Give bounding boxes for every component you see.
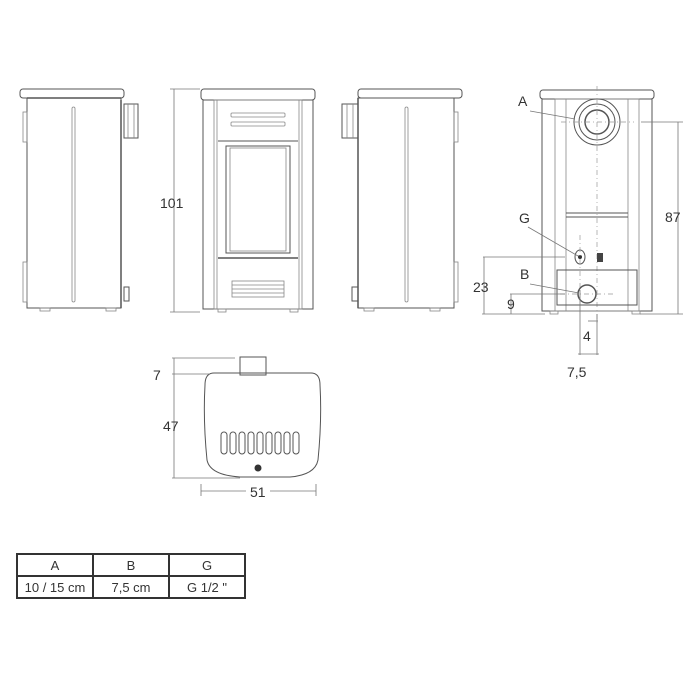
svg-text:87: 87 — [665, 209, 681, 225]
grille — [220, 431, 300, 455]
value-a: 10 / 15 cm — [16, 575, 94, 599]
dimension-101: 101 — [160, 88, 200, 313]
dimension-7-5: 7,5 — [567, 353, 599, 380]
dimension-87: 87 — [640, 121, 683, 315]
table-header-row: A B G — [16, 553, 246, 577]
dimension-51: 51 — [200, 484, 317, 500]
table-row: 10 / 15 cm 7,5 cm G 1/2 " — [16, 575, 246, 599]
connections-table: A B G 10 / 15 cm 7,5 cm G 1/2 " — [16, 553, 246, 599]
value-g: G 1/2 " — [168, 575, 246, 599]
header-g: G — [168, 553, 246, 577]
callout-g: G — [519, 210, 579, 257]
dimension-4: 4 — [579, 290, 598, 355]
top-view — [203, 356, 322, 478]
front-view — [200, 88, 316, 313]
header-a: A — [16, 553, 94, 577]
callout-a: A — [518, 93, 576, 120]
svg-text:23: 23 — [473, 279, 489, 295]
dimension-47: 47 — [163, 358, 240, 479]
callout-b: B — [520, 266, 580, 294]
side-view-right — [341, 88, 463, 312]
value-b: 7,5 cm — [92, 575, 170, 599]
svg-text:4: 4 — [583, 328, 591, 344]
svg-text:47: 47 — [163, 418, 179, 434]
svg-text:7: 7 — [153, 367, 161, 383]
header-b: B — [92, 553, 170, 577]
svg-text:9: 9 — [507, 296, 515, 312]
dimension-7: 7 — [153, 357, 235, 383]
svg-text:B: B — [520, 266, 529, 282]
rear-view — [539, 86, 655, 325]
svg-text:A: A — [518, 93, 528, 109]
dimension-23: 23 — [473, 256, 565, 315]
svg-text:51: 51 — [250, 484, 266, 500]
side-view-left — [19, 88, 139, 312]
svg-text:G: G — [519, 210, 530, 226]
svg-text:7,5: 7,5 — [567, 364, 587, 380]
dim-101-label: 101 — [160, 195, 184, 211]
dimension-9: 9 — [507, 293, 565, 314]
